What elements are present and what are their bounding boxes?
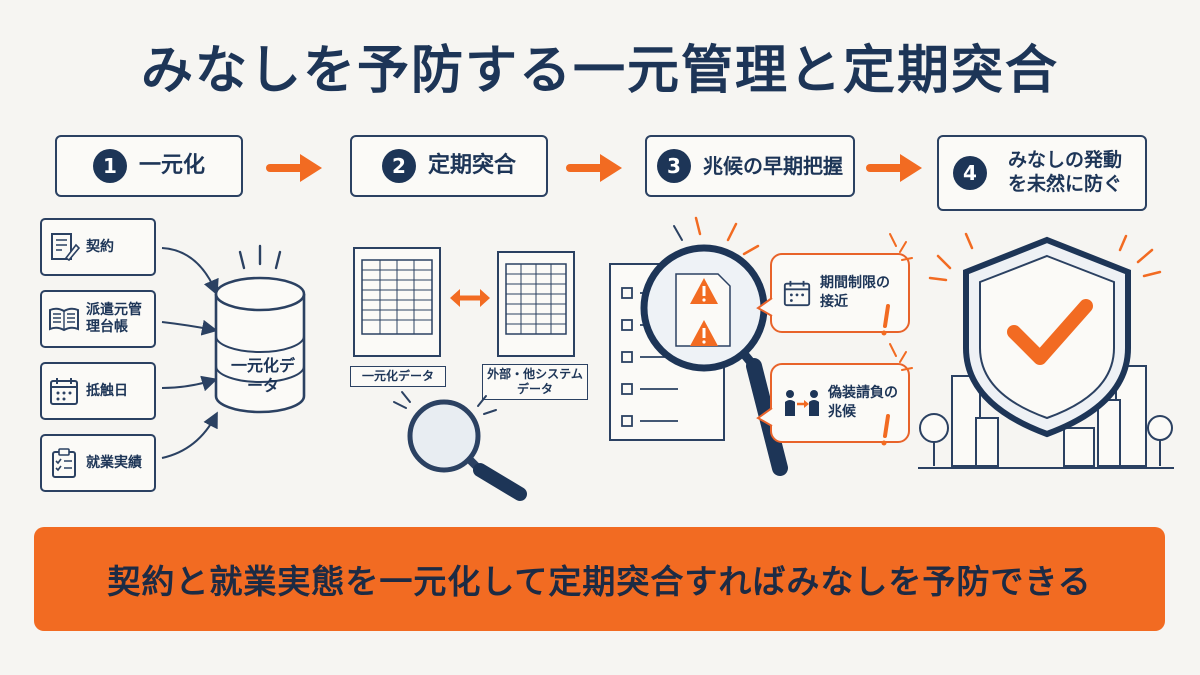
left-sheet-caption: 一元化データ: [350, 366, 446, 387]
arrow-1-icon: [266, 154, 322, 182]
source-conflict-date: 抵触日: [40, 362, 156, 420]
database-label: 一元化データ: [230, 356, 295, 395]
source-contract: 契約: [40, 218, 156, 276]
document-pen-icon: [51, 233, 81, 262]
arrow-2-icon: [566, 154, 622, 182]
bidirectional-arrow-icon: [450, 289, 490, 307]
flow-arrows-icon: [161, 247, 219, 459]
conclusion-text: 契約と就業実態を一元化して定期突合すればみなしを予防できる: [107, 562, 1092, 601]
step-2-label: 定期突合: [427, 153, 516, 179]
page-title: みなしを予防する一元管理と定期突合: [140, 41, 1059, 101]
signal-disguised-contract-label: 偽装請負の兆候: [828, 385, 898, 420]
source-ledger-label: 派遣元管理台帳: [86, 302, 142, 335]
step-2-box: 2 定期突合: [350, 135, 548, 197]
step-3-box: 3 兆候の早期把握: [645, 135, 855, 197]
source-work-record-label: 就業実績: [86, 454, 142, 471]
step-4-label: みなしの発動を未然に防ぐ: [1007, 149, 1122, 195]
step-3-number: 3: [657, 149, 691, 183]
spreadsheet-right-icon: [497, 251, 575, 357]
step-3-label: 兆候の早期把握: [703, 153, 843, 178]
source-conflict-date-label: 抵触日: [86, 382, 128, 399]
clipboard-checklist-icon: [52, 448, 76, 478]
step-1-number: 1: [92, 149, 127, 183]
signal-period-limit-label: 期間制限の接近: [820, 275, 890, 310]
arrow-3-icon: [866, 154, 922, 182]
shield-check-city-icon: [918, 232, 1174, 469]
calendar-icon: [50, 378, 78, 405]
step-2-number: 2: [381, 149, 416, 183]
calendar-icon: [783, 280, 811, 307]
magnifier-small-icon: [393, 391, 527, 501]
right-sheet-caption: 外部・他システムデータ: [482, 364, 588, 400]
source-contract-label: 契約: [86, 238, 114, 255]
conclusion-banner: 契約と就業実態を一元化して定期突合すればみなしを予防できる: [34, 527, 1165, 631]
step-1-box: 1 一元化: [55, 135, 243, 197]
exclamation-marks-icon: [756, 233, 913, 446]
people-transfer-icon: [785, 390, 819, 416]
step-4-box: 4 みなしの発動を未然に防ぐ: [937, 135, 1147, 211]
open-book-icon: [49, 307, 79, 332]
spreadsheet-left-icon: [353, 247, 441, 357]
database-icon: [214, 244, 306, 414]
step-4-number: 4: [953, 156, 987, 190]
source-work-record: 就業実績: [40, 434, 156, 492]
step-1-label: 一元化: [138, 153, 205, 179]
source-ledger: 派遣元管理台帳: [40, 290, 156, 348]
